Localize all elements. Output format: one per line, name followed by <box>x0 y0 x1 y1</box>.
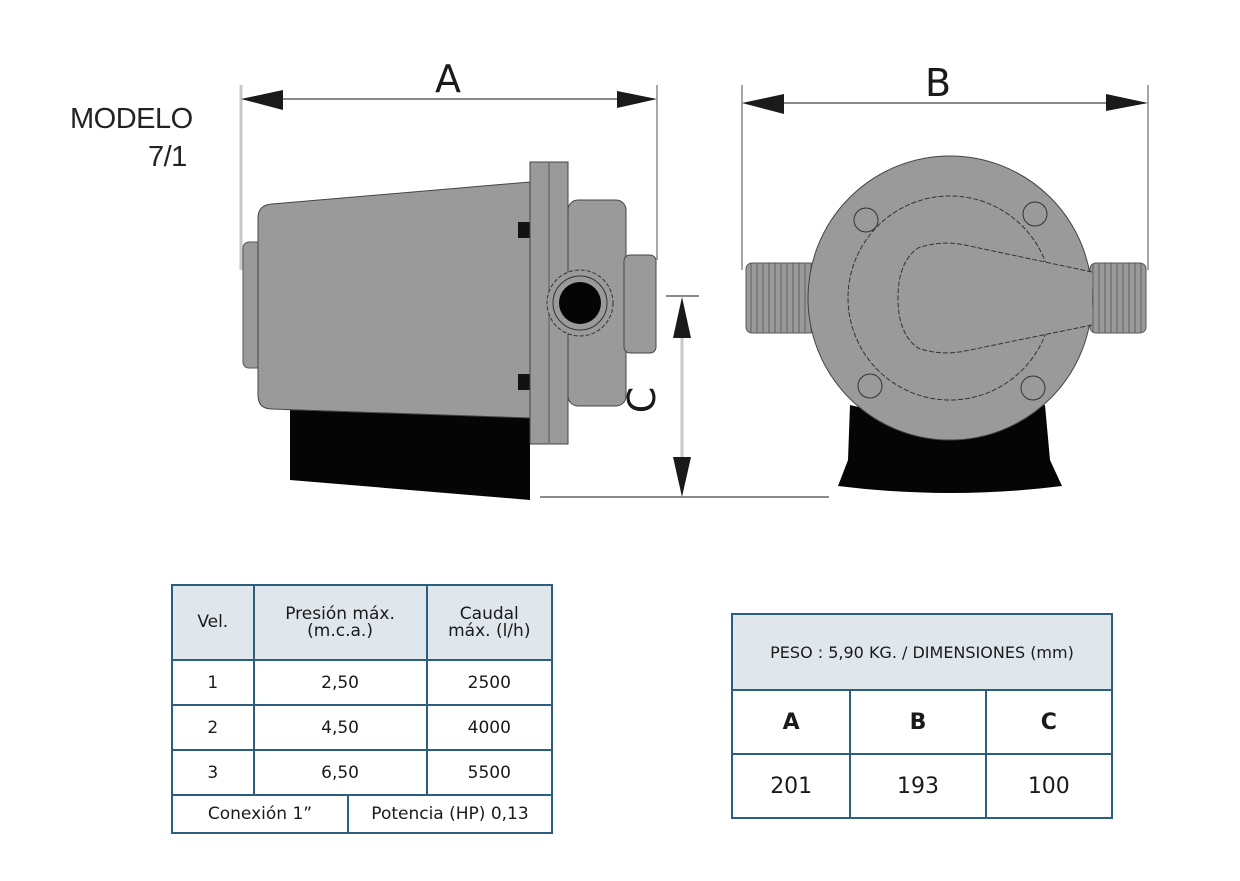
cell-speed: 2 <box>171 704 255 751</box>
arrow-left-icon <box>742 94 784 114</box>
dimensions-header: PESO : 5,90 KG. / DIMENSIONES (mm) <box>731 613 1113 691</box>
motor-base <box>290 410 530 500</box>
dimension-label-a: A <box>435 57 461 101</box>
footer-cell: Conexión 1” Potencia (HP) 0,13 <box>171 794 553 834</box>
inlet-hole <box>559 282 601 324</box>
arrow-left-icon <box>241 90 283 110</box>
dimensions-table: PESO : 5,90 KG. / DIMENSIONES (mm) A B C… <box>730 613 1114 819</box>
screw-hole-icon <box>857 373 883 399</box>
cell-pressure: 2,50 <box>252 659 428 706</box>
screw-hole-icon <box>853 207 879 233</box>
arrow-down-icon <box>673 457 691 497</box>
footer-row: Conexión 1” Potencia (HP) 0,13 <box>171 794 553 834</box>
header-flow-line2: máx. (l/h) <box>448 620 531 641</box>
column-c: C <box>984 689 1114 755</box>
performance-header-row: Vel. Presión máx. (m.c.a.) Caudal máx. (… <box>171 584 554 661</box>
cell-flow: 4000 <box>425 704 554 751</box>
front-view <box>745 155 1147 493</box>
arrow-right-icon <box>1106 94 1148 111</box>
bolt-bottom <box>518 374 530 390</box>
header-flow: Caudal máx. (l/h) <box>425 584 554 661</box>
arrow-right-icon <box>617 91 657 108</box>
footer-power: Potencia (HP) 0,13 <box>371 804 529 824</box>
pump-drawing: A B C <box>239 57 1149 500</box>
inlet-ring-inner <box>552 275 608 331</box>
header-speed: Vel. <box>171 584 255 661</box>
value-b: 193 <box>849 753 987 819</box>
table-row: 2 4,50 4000 <box>171 704 554 751</box>
footer-connection: Conexión 1” <box>173 796 349 832</box>
value-a: 201 <box>730 753 852 819</box>
dimensions-letters-row: A B C <box>730 689 1114 755</box>
cell-flow: 2500 <box>425 659 554 706</box>
model-number: 7/1 <box>148 141 187 173</box>
dimension-a: A <box>239 57 658 270</box>
side-view <box>242 161 657 500</box>
bolt-top <box>518 222 530 238</box>
right-port-threaded <box>1089 262 1147 334</box>
motor-body <box>257 181 531 419</box>
header-pressure-line2: (m.c.a.) <box>307 620 373 641</box>
outlet-port <box>623 254 657 354</box>
column-b: B <box>849 689 987 755</box>
left-port-threaded <box>745 262 817 334</box>
header-speed-text: Vel. <box>197 612 229 632</box>
cell-speed: 3 <box>171 749 255 796</box>
dimension-c: C <box>540 295 829 498</box>
model-title: MODELO <box>70 103 193 135</box>
front-volute <box>897 242 1093 354</box>
table-row: 3 6,50 5500 <box>171 749 554 796</box>
header-pressure-line1: Presión máx. <box>285 603 395 624</box>
performance-table: Vel. Presión máx. (m.c.a.) Caudal máx. (… <box>171 584 554 834</box>
screw-hole-icon <box>1020 375 1046 401</box>
dimensions-header-row: PESO : 5,90 KG. / DIMENSIONES (mm) <box>731 613 1113 691</box>
header-pressure: Presión máx. (m.c.a.) <box>252 584 428 661</box>
arrow-up-icon <box>673 297 691 338</box>
cell-pressure: 4,50 <box>252 704 428 751</box>
dimension-b: B <box>741 61 1149 270</box>
column-a: A <box>730 689 852 755</box>
header-flow-line1: Caudal <box>459 603 519 624</box>
dimensions-values-row: 201 193 100 <box>730 753 1114 819</box>
value-c: 100 <box>984 753 1114 819</box>
dimension-label-b: B <box>925 61 951 105</box>
model-label: MODELO 7/1 <box>70 100 193 176</box>
cell-pressure: 6,50 <box>252 749 428 796</box>
screw-hole-icon <box>1022 201 1048 227</box>
cell-flow: 5500 <box>425 749 554 796</box>
cell-speed: 1 <box>171 659 255 706</box>
table-row: 1 2,50 2500 <box>171 659 554 706</box>
dimension-label-c: C <box>620 387 664 414</box>
